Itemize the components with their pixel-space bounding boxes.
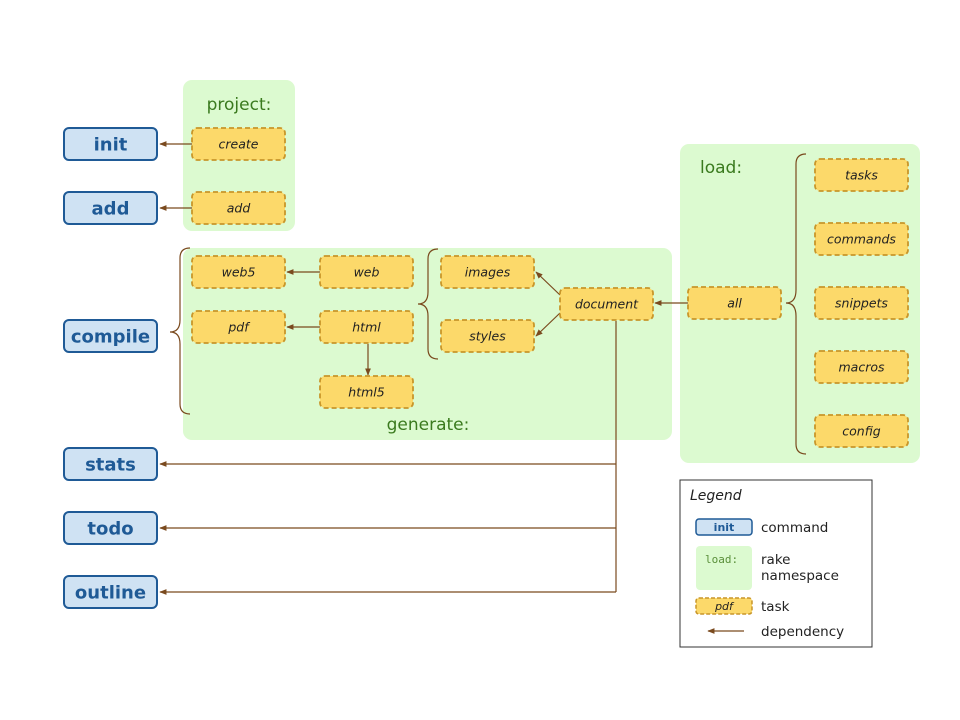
task-pdf[interactable]: pdf [191,310,286,344]
edge-document-to-images [535,271,561,296]
legend: Legend init command load: rake namespace… [679,479,873,648]
task-styles[interactable]: styles [440,319,535,353]
task-all[interactable]: all [687,286,782,320]
task-all-label: all [727,296,742,311]
command-stats-label: stats [85,455,136,476]
task-styles-label: styles [469,329,506,344]
task-document[interactable]: document [559,287,654,321]
task-create-label: create [219,137,259,152]
task-create[interactable]: create [191,127,286,161]
task-macros[interactable]: macros [814,350,909,384]
command-stats[interactable]: stats [63,447,158,481]
task-config-label: config [842,424,881,439]
legend-command-sample: init [714,521,735,534]
legend-task-label: task [761,599,790,615]
task-config[interactable]: config [814,414,909,448]
task-snippets[interactable]: snippets [814,286,909,320]
task-html[interactable]: html [319,310,414,344]
legend-namespace-sample: load: [705,553,738,566]
task-web5[interactable]: web5 [191,255,286,289]
task-tasks-label: tasks [845,168,878,183]
command-outline[interactable]: outline [63,575,158,609]
command-compile-label: compile [71,327,150,348]
legend-task-swatch [695,597,753,615]
task-images-label: images [465,265,511,280]
task-html5-label: html5 [348,385,384,400]
legend-title: Legend [690,488,742,504]
generate-namespace-title: generate: [387,415,470,435]
command-init-label: init [94,135,128,156]
task-macros-label: macros [838,360,884,375]
legend-dependency-label: dependency [761,624,844,640]
task-document-label: document [575,297,639,312]
document-brace [417,248,439,360]
task-commands-label: commands [827,232,896,247]
edge-document-to-styles [535,312,561,337]
task-web5-label: web5 [222,265,256,280]
command-todo-label: todo [87,519,133,540]
task-tasks[interactable]: tasks [814,158,909,192]
task-html5[interactable]: html5 [319,375,414,409]
task-add[interactable]: add [191,191,286,225]
task-add-label: add [227,201,251,216]
command-compile[interactable]: compile [63,319,158,353]
command-outline-label: outline [75,583,146,604]
command-todo[interactable]: todo [63,511,158,545]
project-namespace-title: project: [207,95,272,115]
task-html-label: html [352,320,381,335]
command-add-label: add [92,199,130,220]
legend-namespace-swatch [696,546,752,590]
legend-namespace-label-line1: rake [761,552,790,568]
legend-task-sample: pdf [714,600,735,613]
task-commands[interactable]: commands [814,222,909,256]
command-init[interactable]: init [63,127,158,161]
legend-command-swatch [695,518,753,536]
task-snippets-label: snippets [835,296,888,311]
legend-command-label: command [761,520,828,536]
load-namespace-title: load: [700,158,742,178]
task-pdf-label: pdf [227,320,250,335]
task-web[interactable]: web [319,255,414,289]
dependency-edges [159,141,688,595]
task-images[interactable]: images [440,255,535,289]
load-brace [785,153,807,455]
legend-namespace-label-line2: namespace [761,568,839,584]
command-add[interactable]: add [63,191,158,225]
task-web-label: web [354,265,380,280]
compile-brace [169,247,191,415]
